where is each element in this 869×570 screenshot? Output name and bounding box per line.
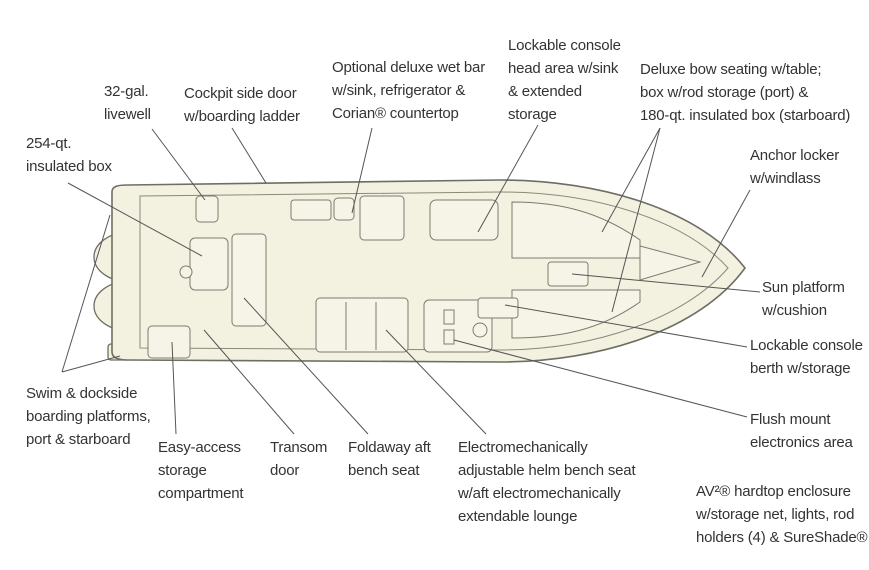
- label-livewell: 32-gal. livewell: [104, 80, 151, 126]
- label-line: head area w/sink: [508, 60, 619, 77]
- label-sun-platform: Sun platform w/cushion: [762, 276, 845, 322]
- label-line: adjustable helm bench seat: [458, 462, 636, 479]
- label-line: 254-qt.: [26, 135, 72, 152]
- label-line: & extended: [508, 83, 582, 100]
- deck-fixtures: [147, 195, 702, 359]
- label-line: box w/rod storage (port) &: [640, 84, 809, 101]
- label-line: Easy-access: [158, 439, 241, 456]
- label-line: Flush mount: [750, 411, 831, 428]
- label-line: Lockable console: [508, 37, 621, 54]
- label-line: w/windlass: [750, 170, 821, 187]
- label-line: livewell: [104, 106, 151, 123]
- label-line: 32-gal.: [104, 83, 149, 100]
- label-line: Anchor locker: [750, 147, 840, 164]
- label-storage-compartment: Easy-access storage compartment: [158, 436, 244, 505]
- label-line: holders (4) & SureShade®: [696, 529, 868, 546]
- label-line: Cockpit side door: [184, 85, 297, 102]
- label-line: insulated box: [26, 158, 112, 175]
- leader-lines: [61, 124, 761, 435]
- label-line: Transom: [270, 439, 328, 456]
- label-line: electronics area: [750, 434, 853, 451]
- label-line: port & starboard: [26, 431, 131, 448]
- label-line: boarding platforms,: [26, 408, 151, 425]
- label-anchor-locker: Anchor locker w/windlass: [750, 144, 839, 190]
- label-line: Foldaway aft: [348, 439, 431, 456]
- label-electronics: Flush mount electronics area: [750, 408, 853, 454]
- label-line: w/cushion: [762, 302, 827, 319]
- label-line: Corian® countertop: [332, 105, 459, 122]
- label-line: storage: [158, 462, 207, 479]
- label-line: 180-qt. insulated box (starboard): [640, 107, 851, 124]
- label-line: door: [270, 462, 300, 479]
- label-line: berth w/storage: [750, 360, 851, 377]
- label-boarding-platforms: Swim & dockside boarding platforms, port…: [26, 382, 151, 451]
- label-line: w/boarding ladder: [184, 108, 300, 125]
- label-line: AV²® hardtop enclosure: [696, 483, 851, 500]
- label-console-head: Lockable console head area w/sink & exte…: [508, 34, 621, 126]
- label-insulated-box: 254-qt. insulated box: [26, 132, 112, 178]
- label-line: w/storage net, lights, rod: [696, 506, 855, 523]
- label-line: Sun platform: [762, 279, 845, 296]
- label-cockpit-door: Cockpit side door w/boarding ladder: [184, 82, 300, 128]
- label-line: compartment: [158, 485, 244, 502]
- label-foldaway-seat: Foldaway aft bench seat: [348, 436, 431, 482]
- label-line: Optional deluxe wet bar: [332, 59, 485, 76]
- label-line: Electromechanically: [458, 439, 588, 456]
- label-bow-seating: Deluxe bow seating w/table; box w/rod st…: [640, 58, 850, 127]
- label-line: extendable lounge: [458, 508, 578, 525]
- label-line: w/aft electromechanically: [458, 485, 621, 502]
- label-hardtop: AV²® hardtop enclosure w/storage net, li…: [696, 480, 868, 549]
- label-line: bench seat: [348, 462, 420, 479]
- gunwale-inner: [139, 191, 729, 351]
- label-line: Lockable console: [750, 337, 863, 354]
- label-line: Swim & dockside: [26, 385, 138, 402]
- label-line: w/sink, refrigerator &: [332, 82, 466, 99]
- label-console-berth: Lockable console berth w/storage: [750, 334, 863, 380]
- label-line: Deluxe bow seating w/table;: [640, 61, 822, 78]
- label-wet-bar: Optional deluxe wet bar w/sink, refriger…: [332, 56, 485, 125]
- label-helm-seat: Electromechanically adjustable helm benc…: [458, 436, 636, 528]
- label-line: storage: [508, 106, 557, 123]
- label-transom-door: Transom door: [270, 436, 327, 482]
